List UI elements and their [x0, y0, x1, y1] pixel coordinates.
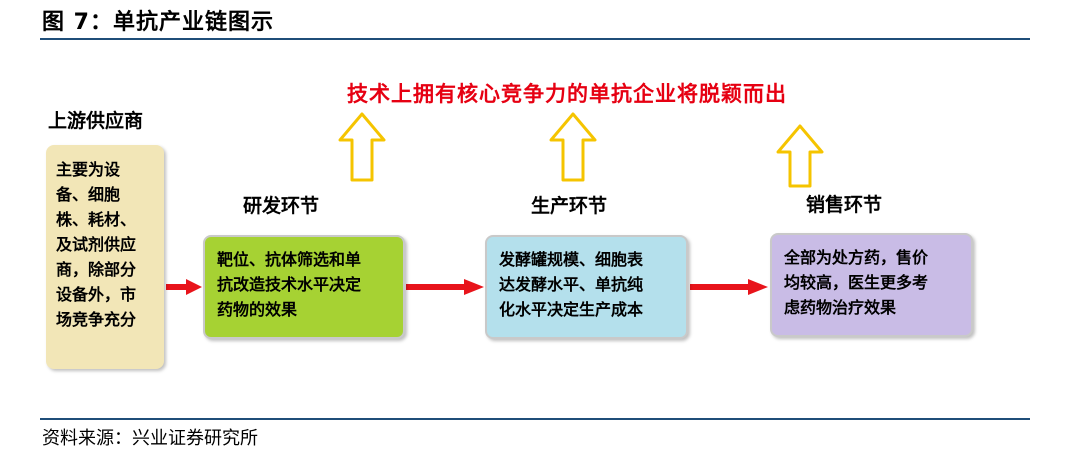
up-arrow-rd [338, 112, 386, 182]
figure-title: 图 7：单抗产业链图示 [42, 10, 274, 35]
production-line: 发酵罐规模、细胞表 [499, 250, 644, 269]
upstream-box: 主要为设 备、细胞 株、耗材、 及试剂供应 商，除部分 设备外，市 场竞争充分 [46, 145, 164, 369]
arrow-rd-to-production [406, 279, 484, 295]
arrow-upstream-to-rd [166, 279, 202, 295]
top-rule [40, 38, 1030, 40]
production-line: 化水平决定生产成本 [499, 300, 644, 319]
sales-line: 虑药物治疗效果 [784, 298, 897, 317]
headline: 技术上拥有核心竞争力的单抗企业将脱颖而出 [347, 82, 787, 106]
rd-label: 研发环节 [243, 195, 320, 217]
up-arrow-production [549, 112, 597, 182]
production-line: 达发酵水平、单抗纯 [499, 275, 644, 294]
rd-line: 靶位、抗体筛选和单 [217, 250, 362, 269]
up-arrow-sales [776, 124, 824, 188]
upstream-line: 株、耗材、 [56, 210, 137, 229]
sales-line: 全部为处方药，售价 [784, 248, 929, 267]
upstream-line: 商，除部分 [56, 260, 137, 279]
sales-line: 均较高，医生更多考 [784, 273, 929, 292]
production-box: 发酵罐规模、细胞表 达发酵水平、单抗纯 化水平决定生产成本 [485, 235, 688, 339]
upstream-line: 及试剂供应 [56, 235, 137, 254]
source-note: 资料来源：兴业证券研究所 [42, 428, 258, 449]
upstream-line: 主要为设 [56, 160, 121, 179]
upstream-line: 设备外，市 [56, 285, 137, 304]
rd-line: 药物的效果 [217, 300, 298, 319]
upstream-label: 上游供应商 [48, 110, 144, 132]
rd-line: 抗改造技术水平决定 [217, 275, 362, 294]
upstream-line: 场竞争充分 [56, 310, 137, 329]
bottom-rule [40, 418, 1030, 420]
sales-label: 销售环节 [806, 194, 883, 216]
arrow-production-to-sales [690, 279, 768, 295]
rd-box: 靶位、抗体筛选和单 抗改造技术水平决定 药物的效果 [203, 235, 405, 339]
production-label: 生产环节 [531, 195, 608, 217]
upstream-line: 备、细胞 [56, 185, 121, 204]
sales-box: 全部为处方药，售价 均较高，医生更多考 虑药物治疗效果 [770, 233, 973, 337]
